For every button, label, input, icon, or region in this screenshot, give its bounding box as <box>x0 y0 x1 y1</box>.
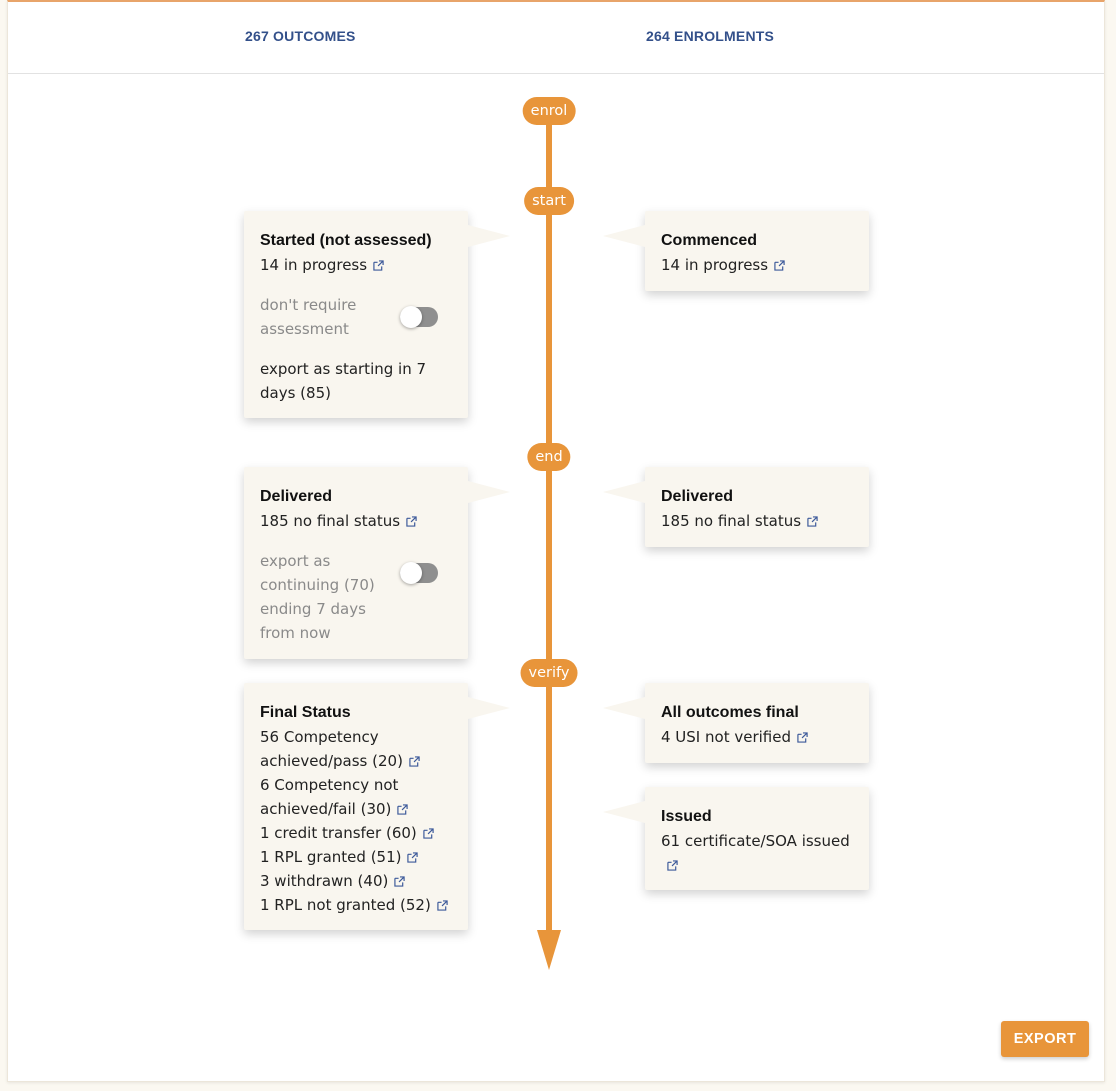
stage-verify: verify <box>520 659 578 687</box>
tab-enrolments[interactable]: 264 ENROLMENTS <box>646 28 775 44</box>
delivered-left-no-final: 185 no final status <box>260 509 452 533</box>
final-status-item-text: 1 RPL granted (51) <box>260 848 402 866</box>
external-link-icon[interactable] <box>807 516 818 527</box>
final-status-item-text: 1 credit transfer (60) <box>260 824 417 842</box>
external-link-icon[interactable] <box>797 732 808 743</box>
started-card-title: Started (not assessed) <box>260 232 432 249</box>
delivered-right-title: Delivered <box>661 488 734 505</box>
assessment-toggle-label: don't require assessment <box>260 296 357 338</box>
toggle-knob <box>400 562 422 584</box>
usi-not-verified-text: 4 USI not verified <box>661 728 791 746</box>
continuing-toggle-label: export as continuing (70) ending 7 days … <box>260 552 375 642</box>
external-link-icon[interactable] <box>397 804 409 815</box>
issued-card: Issued 61 certificate/SOA issued <box>603 787 869 890</box>
final-status-item-text: 56 Competency achieved/pass (20) <box>260 728 403 770</box>
timeline-arrow-head <box>537 930 561 970</box>
usi-not-verified: 4 USI not verified <box>661 725 853 749</box>
external-link-icon[interactable] <box>407 852 419 863</box>
external-link-icon[interactable] <box>667 860 678 871</box>
stage-start: start <box>524 187 574 215</box>
stage-enrol: enrol <box>522 97 576 125</box>
final-status-title: Final Status <box>260 704 351 721</box>
external-link-icon[interactable] <box>373 260 384 271</box>
all-outcomes-final-card: All outcomes final 4 USI not verified <box>603 683 869 763</box>
started-in-progress-text: 14 in progress <box>260 256 368 274</box>
final-status-item: 1 credit transfer (60) <box>260 821 452 845</box>
issued-title: Issued <box>661 808 712 825</box>
toggle-knob <box>400 306 422 328</box>
final-status-item-text: 6 Competency not achieved/fail (30) <box>260 776 399 818</box>
stage-end: end <box>527 443 571 471</box>
assessment-toggle[interactable] <box>400 306 438 328</box>
assessment-toggle-row: don't require assessment <box>260 293 452 341</box>
export-button[interactable]: EXPORT <box>1001 1021 1089 1057</box>
final-status-item: 6 Competency not achieved/fail (30) <box>260 773 452 821</box>
all-outcomes-final-title: All outcomes final <box>661 704 799 721</box>
tab-bar: 267 OUTCOMES 264 ENROLMENTS <box>8 2 1104 74</box>
external-link-icon[interactable] <box>394 876 406 887</box>
continuing-toggle[interactable] <box>400 562 438 584</box>
final-status-item: 1 RPL granted (51) <box>260 845 452 869</box>
started-in-progress: 14 in progress <box>260 253 452 277</box>
commenced-in-progress: 14 in progress <box>661 253 853 277</box>
delivered-right-card: Delivered 185 no final status <box>603 467 869 547</box>
tab-outcomes[interactable]: 267 OUTCOMES <box>245 28 356 44</box>
delivered-left-card: Delivered 185 no final status export as … <box>244 467 510 659</box>
external-link-icon[interactable] <box>437 900 448 911</box>
external-link-icon[interactable] <box>409 756 420 767</box>
external-link-icon[interactable] <box>423 828 434 839</box>
external-link-icon[interactable] <box>774 260 785 271</box>
continuing-toggle-row: export as continuing (70) ending 7 days … <box>260 549 452 645</box>
delivered-right-no-final: 185 no final status <box>661 509 853 533</box>
final-status-card: Final Status 56 Competency achieved/pass… <box>244 683 510 930</box>
delivered-right-no-final-text: 185 no final status <box>661 512 802 530</box>
export-starting-text: export as starting in 7 days (85) <box>260 360 427 402</box>
started-card: Started (not assessed) 14 in progress do… <box>244 211 510 418</box>
delivered-left-title: Delivered <box>260 488 333 505</box>
commenced-in-progress-text: 14 in progress <box>661 256 769 274</box>
delivered-left-no-final-text: 185 no final status <box>260 512 401 530</box>
final-status-item: 56 Competency achieved/pass (20) <box>260 725 452 773</box>
final-status-item-text: 1 RPL not granted (52) <box>260 896 431 914</box>
final-status-item: 3 withdrawn (40) <box>260 869 452 893</box>
certificates-issued: 61 certificate/SOA issued <box>661 829 853 877</box>
certificates-issued-text: 61 certificate/SOA issued <box>661 832 850 850</box>
final-status-item-text: 3 withdrawn (40) <box>260 872 389 890</box>
external-link-icon[interactable] <box>406 516 417 527</box>
timeline-axis <box>546 118 552 938</box>
main-panel: 267 OUTCOMES 264 ENROLMENTS <box>7 0 1105 1082</box>
final-status-item: 1 RPL not granted (52) <box>260 893 452 917</box>
commenced-card-title: Commenced <box>661 232 758 249</box>
commenced-card: Commenced 14 in progress <box>603 211 869 291</box>
